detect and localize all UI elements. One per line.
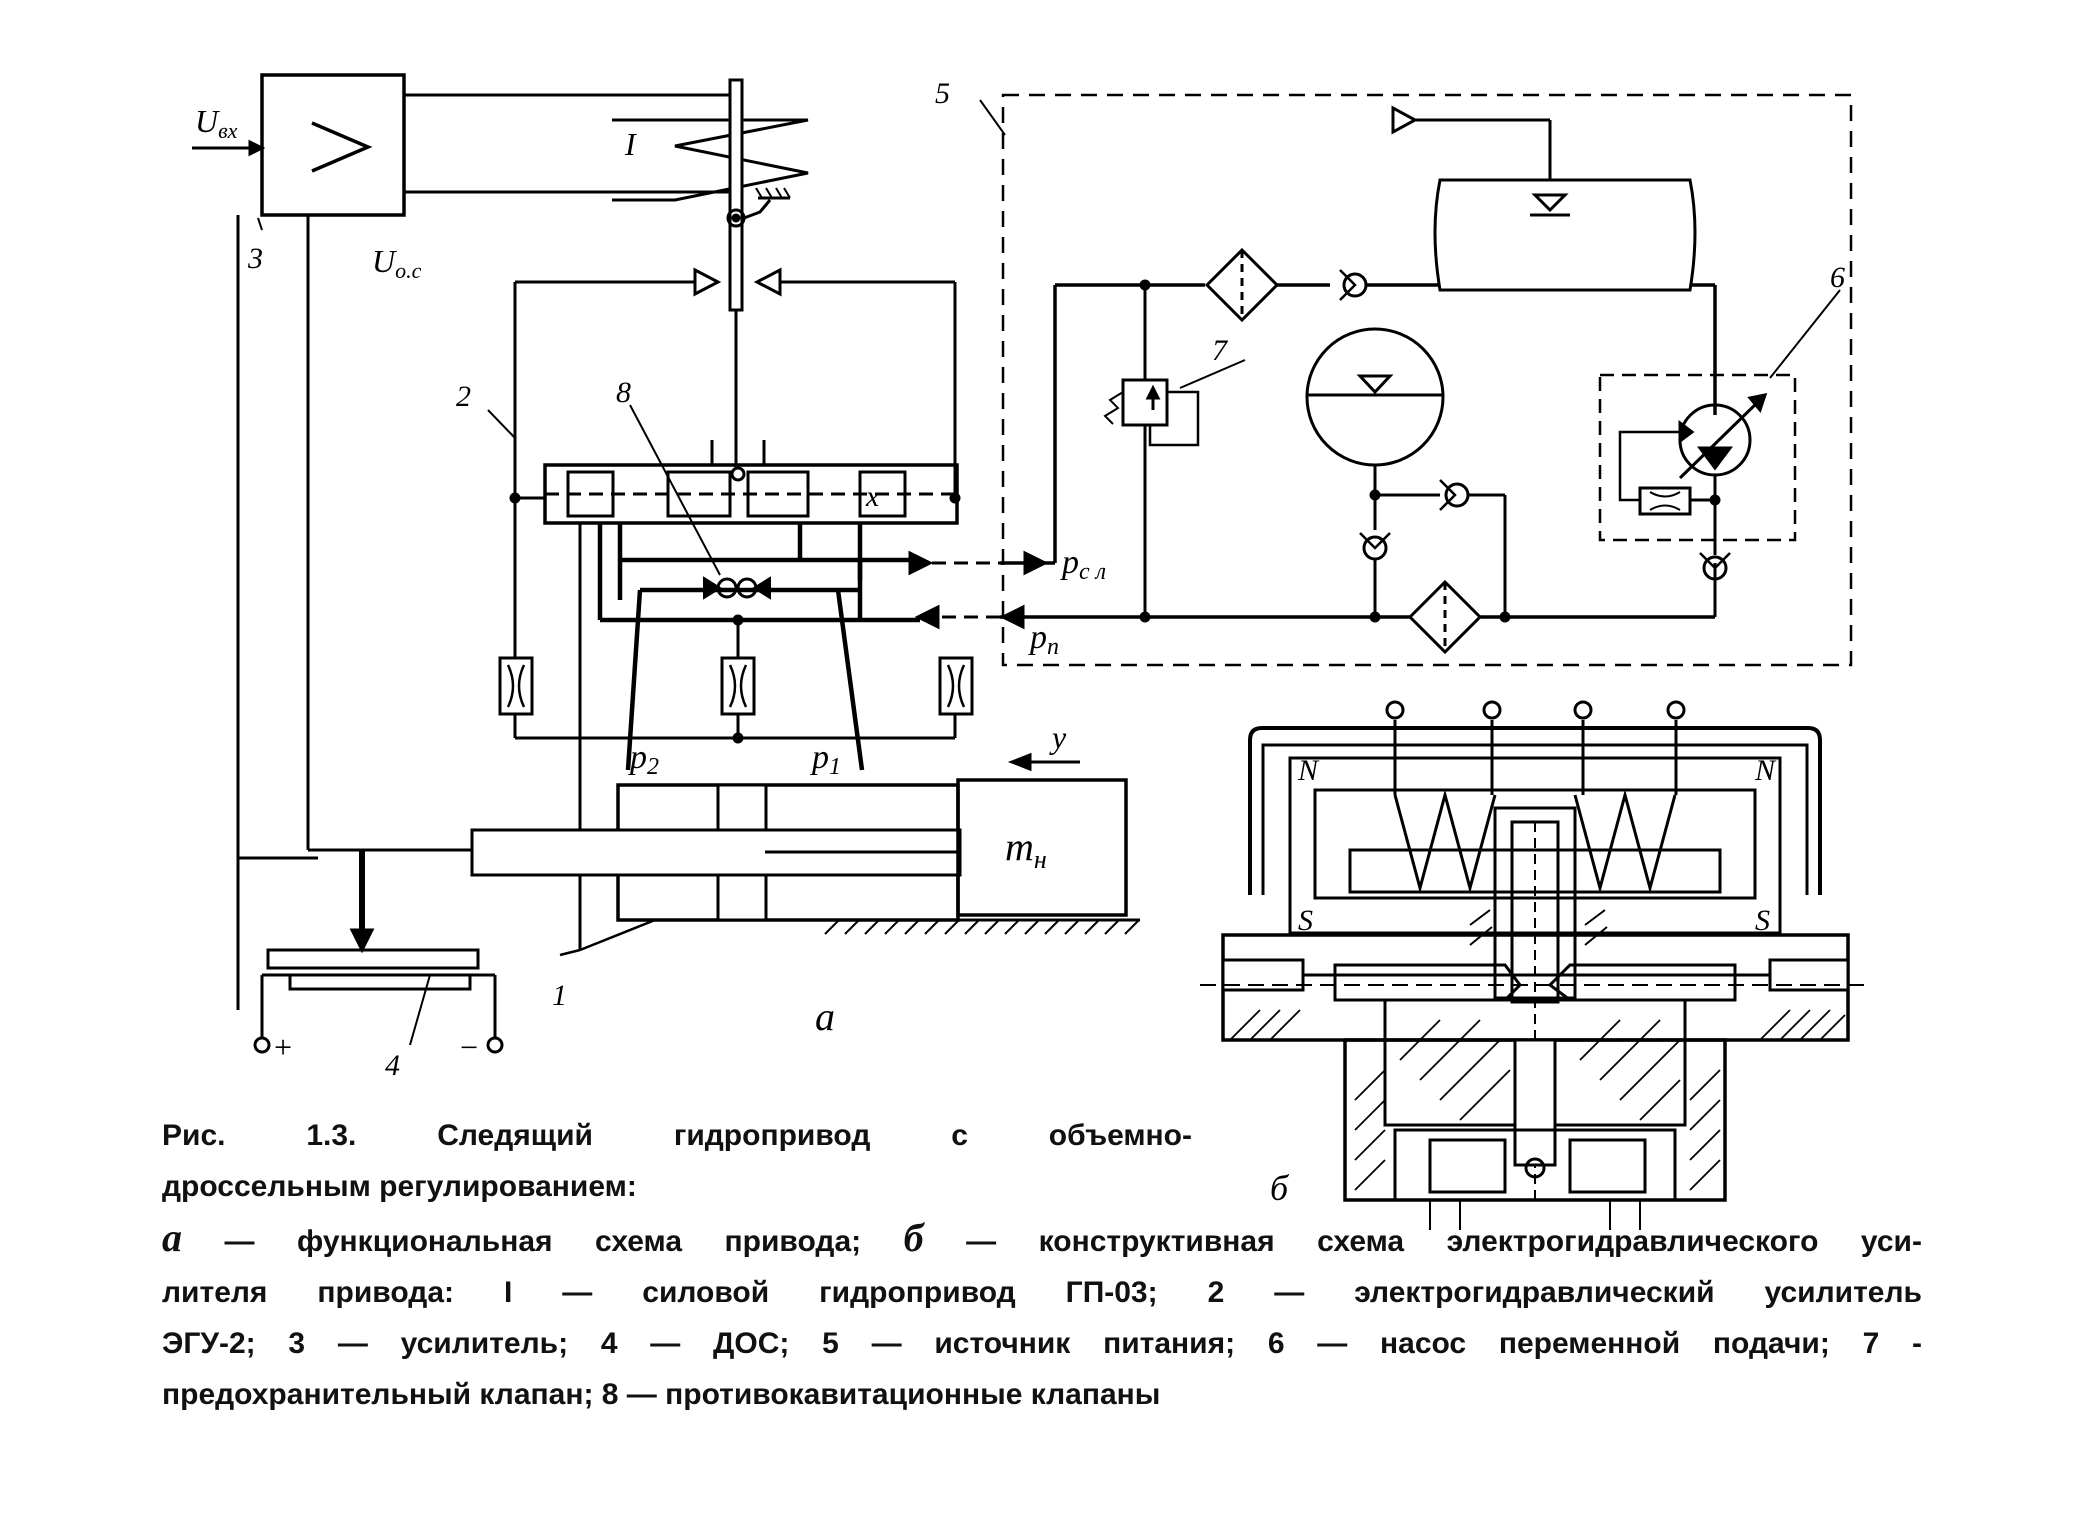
label-2: 2	[456, 380, 471, 413]
potentiometer	[266, 948, 480, 970]
torque-motor	[612, 118, 809, 202]
label-x: x	[865, 480, 880, 513]
label-plus: +	[272, 1029, 294, 1065]
label-mass: mн	[1005, 824, 1047, 874]
label-magnet-n-left: N	[1297, 754, 1320, 787]
caption-line-4: лителя привода: I — силовой гидропривод …	[162, 1276, 1922, 1309]
label-p1: p1	[810, 739, 841, 780]
diagram-labels: Uвх Uo.c I 3 2 8 7 5 6 x pс л pп p2 p1 y…	[195, 77, 1845, 1208]
label-p-p: pп	[1028, 619, 1059, 660]
label-4: 4	[385, 1049, 400, 1082]
caption-line-2: дроссельным регулированием:	[162, 1170, 637, 1203]
amplifier-symbol	[311, 121, 373, 173]
label-magnet-n-right: N	[1754, 754, 1777, 787]
label-6: 6	[1830, 261, 1845, 294]
label-magnet-s-left: S	[1298, 904, 1313, 937]
spool-position-box	[858, 470, 907, 518]
label-y: y	[1049, 719, 1067, 755]
filter-top	[1204, 247, 1280, 323]
label-1: 1	[552, 979, 567, 1012]
armature	[728, 78, 744, 312]
power-source-box	[1001, 93, 1853, 667]
label-p2: p2	[628, 739, 659, 780]
caption-line-3: а — функциональная схема привода; б — ко…	[162, 1215, 1922, 1260]
label-u-in: Uвх	[195, 103, 238, 143]
label-magnet-s-right: S	[1755, 904, 1770, 937]
caption-line-5: ЭГУ-2; 3 — усилитель; 4 — ДОС; 5 — источ…	[162, 1327, 1922, 1360]
figure-caption: Рис. 1.3. Следящий гидропривод с объемно…	[162, 1110, 1922, 1420]
caption-line-1: Рис. 1.3. Следящий гидропривод с объемно…	[162, 1119, 1192, 1152]
accumulator	[1305, 327, 1445, 467]
label-5: 5	[935, 77, 950, 110]
label-view-b: б	[1270, 1168, 1290, 1208]
caption-line-6: предохранительный клапан; 8 — противокав…	[162, 1378, 1161, 1411]
piston-rod	[470, 828, 962, 877]
label-8: 8	[616, 376, 631, 409]
label-7: 7	[1212, 334, 1229, 367]
label-minus: −	[458, 1029, 480, 1065]
label-torque-motor: I	[624, 126, 637, 162]
amplifier-box	[260, 73, 406, 217]
load-mass	[956, 778, 1128, 917]
label-view-a: а	[815, 994, 835, 1039]
safety-valve	[1121, 378, 1169, 427]
label-3: 3	[247, 242, 263, 275]
label-u-feedback: Uo.c	[372, 243, 422, 283]
label-p-sl: pс л	[1060, 544, 1106, 585]
egu-cross-section	[1200, 700, 1870, 1230]
pump-box	[1598, 373, 1797, 542]
reservoir	[1433, 178, 1697, 292]
